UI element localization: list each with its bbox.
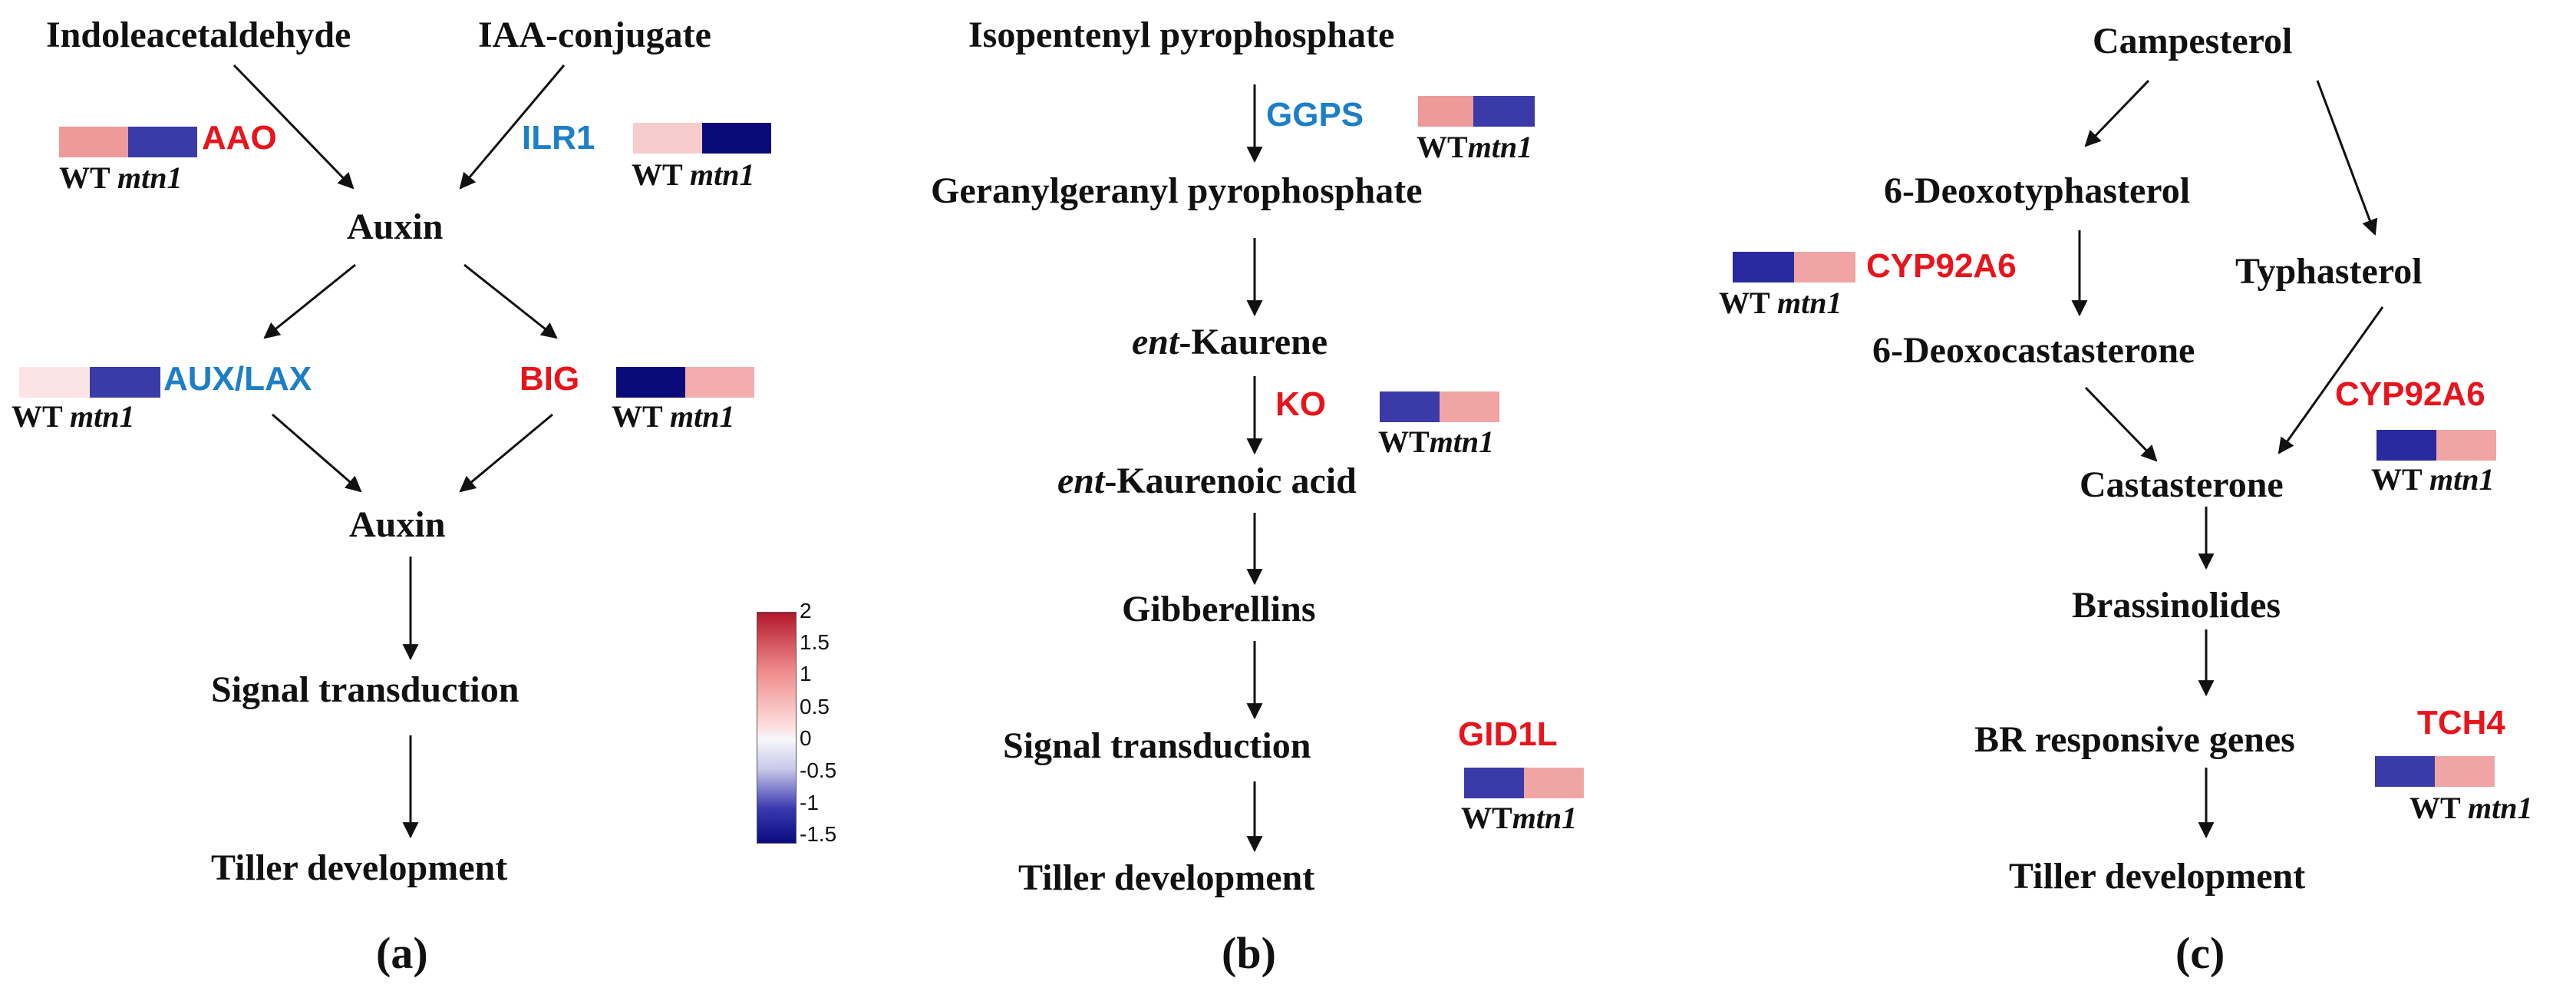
node-br-responsive-genes: BR responsive genes: [1974, 719, 2295, 760]
colorbar-tick: 2: [800, 599, 812, 623]
colorbar-tick: -1.5: [800, 822, 837, 846]
heat-cell-aao-mtn1: [128, 127, 197, 157]
node-typhasterol: Typhasterol: [2235, 251, 2423, 292]
heat-cell-cyp2-mtn1: [2436, 430, 2496, 461]
colorbar-tick: 1.5: [800, 630, 830, 654]
heat-cell-aao-wt: [59, 127, 128, 157]
gene-ilr1: ILR1: [522, 119, 595, 157]
arrow-deoxocastasterone-castasterone: [2084, 386, 2158, 462]
label-big-samples: WT mtn1: [612, 399, 735, 434]
heat-cell-gid1l-mtn1: [1524, 768, 1584, 798]
colorbar: [757, 612, 797, 844]
arrow-indole-auxin: [233, 64, 355, 190]
arrow-campesterol-deoxotyphasterol: [2084, 79, 2150, 147]
heat-cell-ggps-mtn1: [1473, 96, 1535, 127]
heat-cell-cyp2-wt: [2376, 430, 2436, 461]
node-tiller-development-c: Tiller development: [2009, 856, 2306, 897]
colorbar-tick: 0: [800, 726, 812, 750]
node-geranylgeranyl-pyrophosphate: Geranylgeranyl pyrophosphate: [931, 170, 1423, 211]
node-auxin-2: Auxin: [349, 504, 446, 545]
node-isopentenyl-pyrophosphate: Isopentenyl pyrophosphate: [968, 15, 1395, 55]
heat-cell-ilr1-mtn1: [702, 123, 771, 154]
heat-cell-ilr1-wt: [633, 123, 702, 154]
arrow-auxin-big: [463, 263, 558, 339]
colorbar-tick: -1: [800, 791, 819, 814]
gene-aux-lax: AUX/LAX: [163, 360, 312, 398]
node-signal-transduction-b: Signal transduction: [1003, 725, 1311, 766]
node-ent-kaurenoic-acid: ent-Kaurenoic acid: [1057, 461, 1357, 501]
gene-tch4: TCH4: [2417, 704, 2505, 742]
heat-cell-ko-wt: [1380, 391, 1440, 422]
arrow-big-auxin: [459, 413, 553, 493]
panel-letter-c: (c): [2175, 928, 2225, 978]
heat-cell-big-wt: [616, 367, 685, 398]
gene-big: BIG: [519, 360, 580, 398]
heat-cell-cyp1-mtn1: [1794, 252, 1855, 282]
node-castasterone: Castasterone: [2080, 464, 2284, 505]
gene-cyp92a6-1: CYP92A6: [1866, 247, 2017, 285]
panel-letter-a: (a): [376, 928, 428, 978]
node-6-deoxotyphasterol: 6-Deoxotyphasterol: [1884, 170, 2191, 211]
node-signal-transduction-a: Signal transduction: [211, 669, 519, 710]
arrow-campesterol-typhasterol: [2316, 80, 2378, 236]
heat-cell-gid1l-wt: [1464, 768, 1524, 798]
label-ilr1-samples: WT mtn1: [632, 157, 755, 192]
heat-cell-tch4-wt: [2375, 756, 2435, 787]
node-auxin: Auxin: [347, 206, 444, 247]
heat-cell-cyp1-wt: [1733, 252, 1794, 282]
node-campesterol: Campesterol: [2093, 21, 2293, 61]
label-aao-samples: WT mtn1: [59, 160, 183, 195]
node-indoleacetaldehyde: Indoleacetaldehyde: [46, 15, 351, 55]
gene-ggps: GGPS: [1266, 96, 1364, 134]
heat-cell-auxlax-wt: [19, 367, 90, 398]
label-auxlax-samples: WT mtn1: [12, 399, 135, 434]
label-tch4-samples: WT mtn1: [2409, 791, 2533, 825]
node-ent-kaurene: ent-Kaurene: [1132, 322, 1328, 362]
label-cyp1-samples: WT mtn1: [1719, 286, 1842, 320]
panel-letter-b: (b): [1222, 928, 1276, 978]
heat-cell-big-mtn1: [685, 367, 754, 398]
label-cyp2-samples: WT mtn1: [2371, 462, 2495, 497]
label-ggps-samples: WTmtn1: [1417, 130, 1533, 164]
colorbar-tick: 1: [800, 662, 812, 685]
gene-gid1l: GID1L: [1458, 715, 1558, 753]
node-tiller-development-b: Tiller development: [1018, 857, 1315, 898]
arrow-conjugate-auxin: [459, 64, 566, 190]
arrow-auxlax-auxin: [272, 413, 362, 493]
gene-cyp92a6-2: CYP92A6: [2335, 375, 2485, 413]
heat-cell-auxlax-mtn1: [90, 367, 160, 398]
heat-cell-tch4-mtn1: [2435, 756, 2495, 787]
node-tiller-development-a: Tiller development: [211, 847, 508, 888]
colorbar-tick: 0.5: [800, 695, 830, 718]
arrow-typhasterol-castasterone: [2278, 306, 2384, 454]
label-gid1l-samples: WTmtn1: [1461, 801, 1578, 835]
heat-cell-ggps-wt: [1418, 96, 1473, 127]
heat-cell-ko-mtn1: [1440, 391, 1499, 422]
node-brassinolides: Brassinolides: [2072, 585, 2281, 626]
label-ko-samples: WTmtn1: [1378, 424, 1495, 459]
node-6-deoxocastasterone: 6-Deoxocastasterone: [1872, 330, 2195, 371]
arrow-auxin-auxlax: [263, 263, 356, 339]
node-gibberellins: Gibberellins: [1122, 589, 1316, 629]
colorbar-tick: -0.5: [800, 758, 837, 782]
gene-aao: AAO: [202, 119, 277, 157]
node-iaa-conjugate: IAA-conjugate: [478, 15, 711, 55]
gene-ko: KO: [1275, 385, 1326, 423]
